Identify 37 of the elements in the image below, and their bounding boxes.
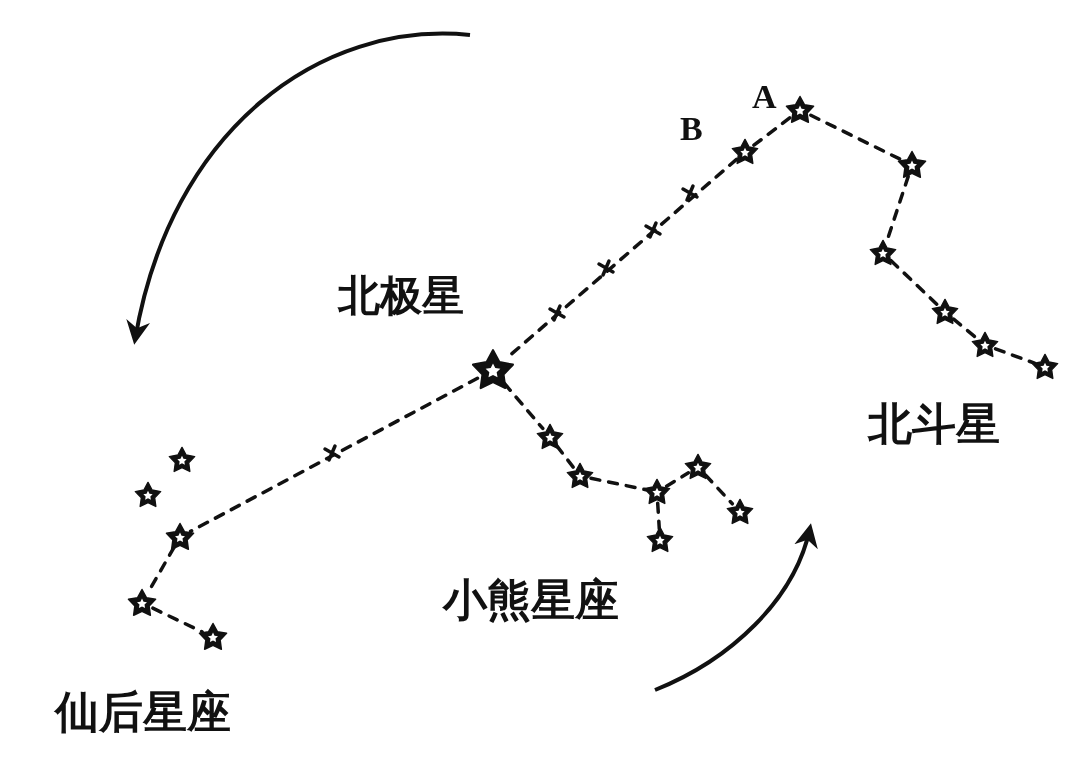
- constellation-label: 北斗星: [868, 402, 1000, 446]
- constellation-label: 小熊星座: [443, 578, 619, 622]
- star-symbol: [646, 526, 674, 554]
- connector-line: [151, 606, 204, 634]
- star-symbol: [134, 481, 162, 509]
- connector-line: [655, 501, 662, 531]
- star-symbol: [897, 150, 927, 180]
- star-symbol: [127, 588, 157, 618]
- star-letter-label: A: [752, 80, 777, 114]
- star-symbol: [869, 239, 897, 267]
- connector-line: [752, 115, 793, 147]
- connector-line: [993, 347, 1037, 365]
- connector-line: [664, 471, 691, 488]
- star-symbol: [931, 298, 959, 326]
- star-symbol: [785, 95, 815, 125]
- star-symbol: [684, 453, 712, 481]
- connector-line: [589, 476, 648, 492]
- star-symbol: [536, 423, 564, 451]
- star-name-label: 北极星: [338, 275, 464, 317]
- connector-line: [889, 258, 939, 307]
- star-symbol: [566, 462, 594, 490]
- star-symbol: [165, 522, 195, 552]
- star-symbol: [731, 138, 759, 166]
- connector-line: [555, 444, 575, 469]
- star-symbol: [168, 446, 196, 474]
- star-symbol: [643, 478, 671, 506]
- connector-line: [703, 473, 735, 506]
- star-symbol: [726, 498, 754, 526]
- constellation-label: 仙后星座: [55, 690, 231, 734]
- connector-line: [951, 317, 979, 340]
- star-symbol: [1031, 353, 1059, 381]
- connector-line: [188, 376, 480, 534]
- connector-line: [809, 113, 903, 162]
- star-symbol: [198, 622, 228, 652]
- star-symbol: [971, 331, 999, 359]
- star-symbol: [471, 348, 515, 392]
- star-letter-label: B: [680, 112, 703, 146]
